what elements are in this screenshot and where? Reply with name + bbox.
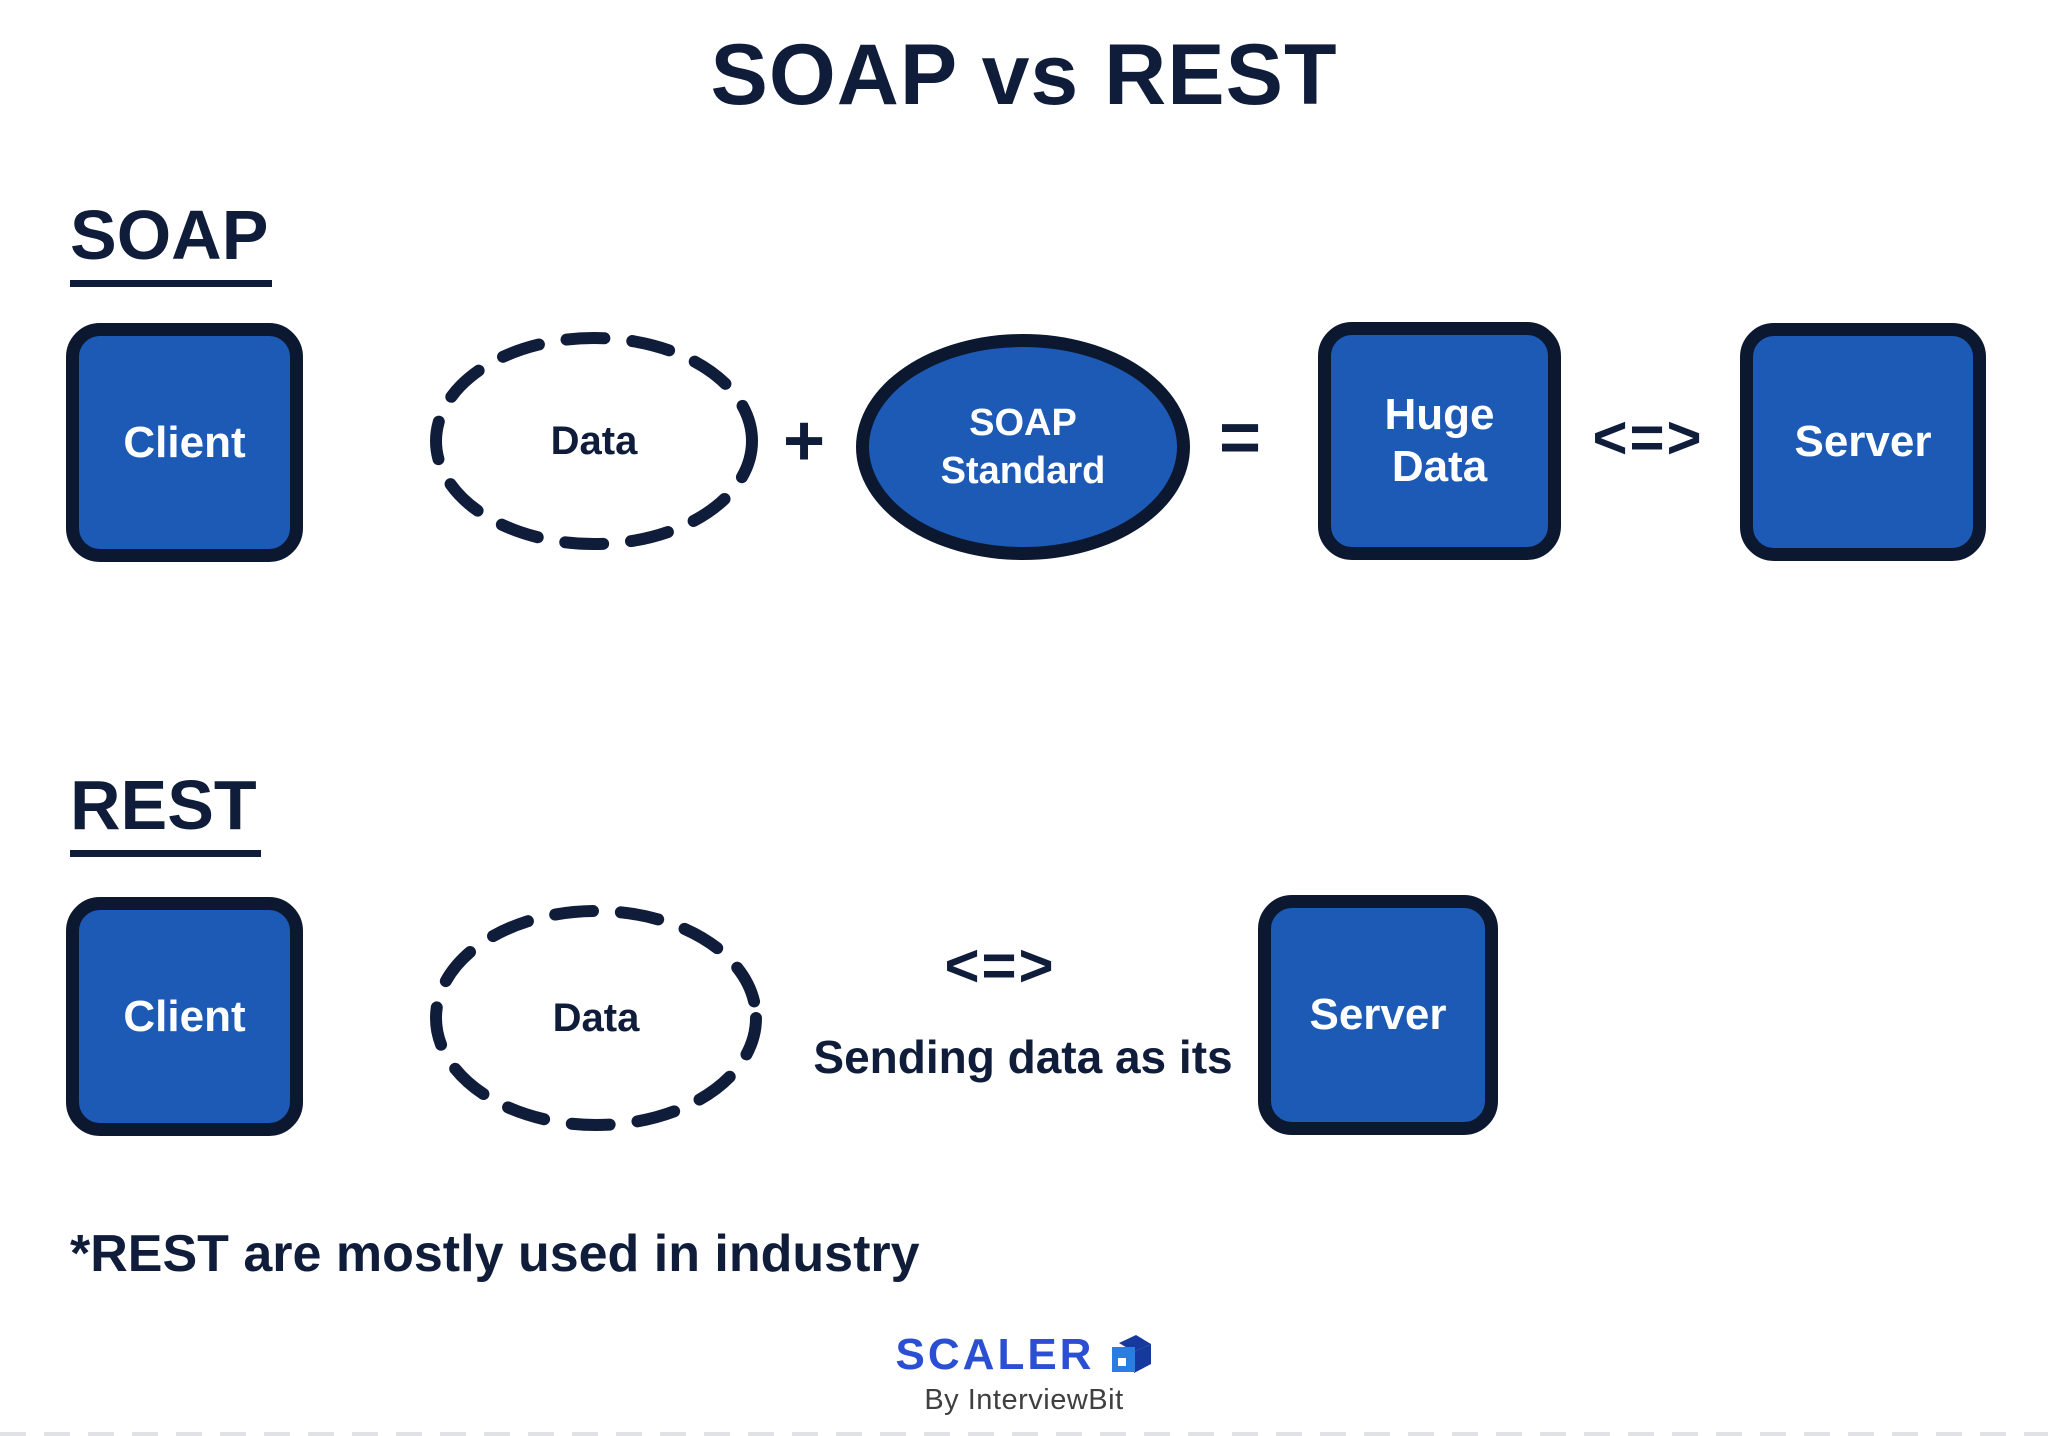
plus-operator: + (782, 401, 826, 481)
equals-operator: = (1218, 398, 1262, 478)
soap-server-box: Server (1740, 323, 1986, 561)
soap-section-heading: SOAP (70, 200, 273, 287)
huge-data-line2: Data (1391, 442, 1488, 491)
footnote: *REST are mostly used in industry (70, 1225, 920, 1283)
scaler-byline: By InterviewBit (924, 1384, 1124, 1416)
dashed-ellipse-icon (430, 905, 762, 1131)
soap-bidirectional-arrow: <=> (1592, 404, 1704, 471)
scaler-brand-text: SCALER (895, 1330, 1095, 1379)
soap-data-label: Data (550, 418, 638, 463)
soap-standard-ellipse: SOAP Standard (856, 334, 1190, 560)
soap-client-box: Client (66, 323, 303, 562)
rest-data-label: Data (552, 995, 640, 1040)
huge-data-line1: Huge (1384, 390, 1495, 439)
scaler-logo: SCALER By InterviewBit (0, 1330, 2048, 1417)
dashed-ellipse-icon (430, 332, 758, 550)
rest-server-box: Server (1258, 895, 1498, 1135)
soap-standard-line1: SOAP (969, 402, 1077, 444)
soap-client-label: Client (123, 417, 246, 467)
page-title: SOAP vs REST (710, 27, 1338, 123)
rest-client-label: Client (123, 991, 246, 1041)
rest-caption: Sending data as its (813, 1031, 1233, 1083)
soap-standard-line2: Standard (940, 450, 1106, 492)
rest-client-box: Client (66, 897, 303, 1136)
rest-data-ellipse: Data (428, 903, 764, 1133)
rest-server-label: Server (1309, 990, 1447, 1039)
scaler-cube-icon (1112, 1335, 1152, 1373)
rest-section-heading: REST (70, 770, 261, 857)
rest-bidirectional-arrow: <=> (944, 932, 1056, 999)
soap-server-label: Server (1794, 417, 1932, 466)
soap-data-ellipse: Data (428, 330, 760, 552)
huge-data-box: Huge Data (1318, 322, 1561, 560)
